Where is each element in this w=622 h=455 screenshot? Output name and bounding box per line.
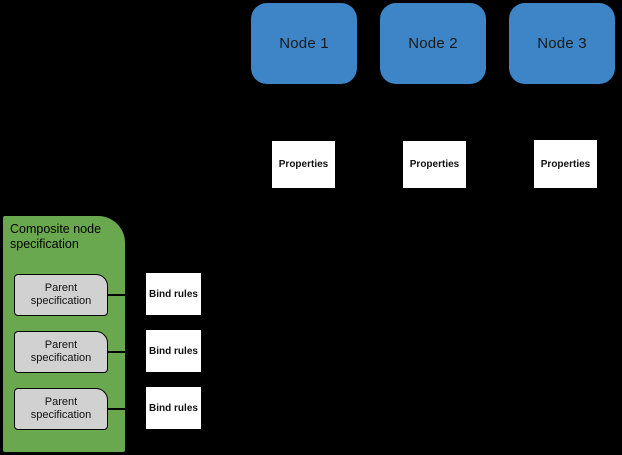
parent-specification-box-2: Parent specification [14,331,108,373]
node-3-box: Node 3 [509,3,615,84]
composite-title: Composite node specification [10,222,102,251]
bind-rules-box-2: Bind rules [146,330,201,372]
parent-specification-box-3: Parent specification [14,388,108,430]
parent-specification-box-1: Parent specification [14,274,108,316]
connector-line-1 [107,294,127,296]
connector-line-3 [107,408,127,410]
bind-rules-box-1: Bind rules [146,273,201,315]
node-2-box: Node 2 [380,3,486,84]
bind-rules-box-3: Bind rules [146,387,201,429]
properties-box-2: Properties [403,141,466,188]
composite-node-specification-container: Composite node specification Parent spec… [2,215,127,453]
properties-box-3: Properties [534,140,597,188]
properties-box-1: Properties [272,141,335,188]
connector-line-2 [107,351,127,353]
node-1-box: Node 1 [251,3,357,84]
